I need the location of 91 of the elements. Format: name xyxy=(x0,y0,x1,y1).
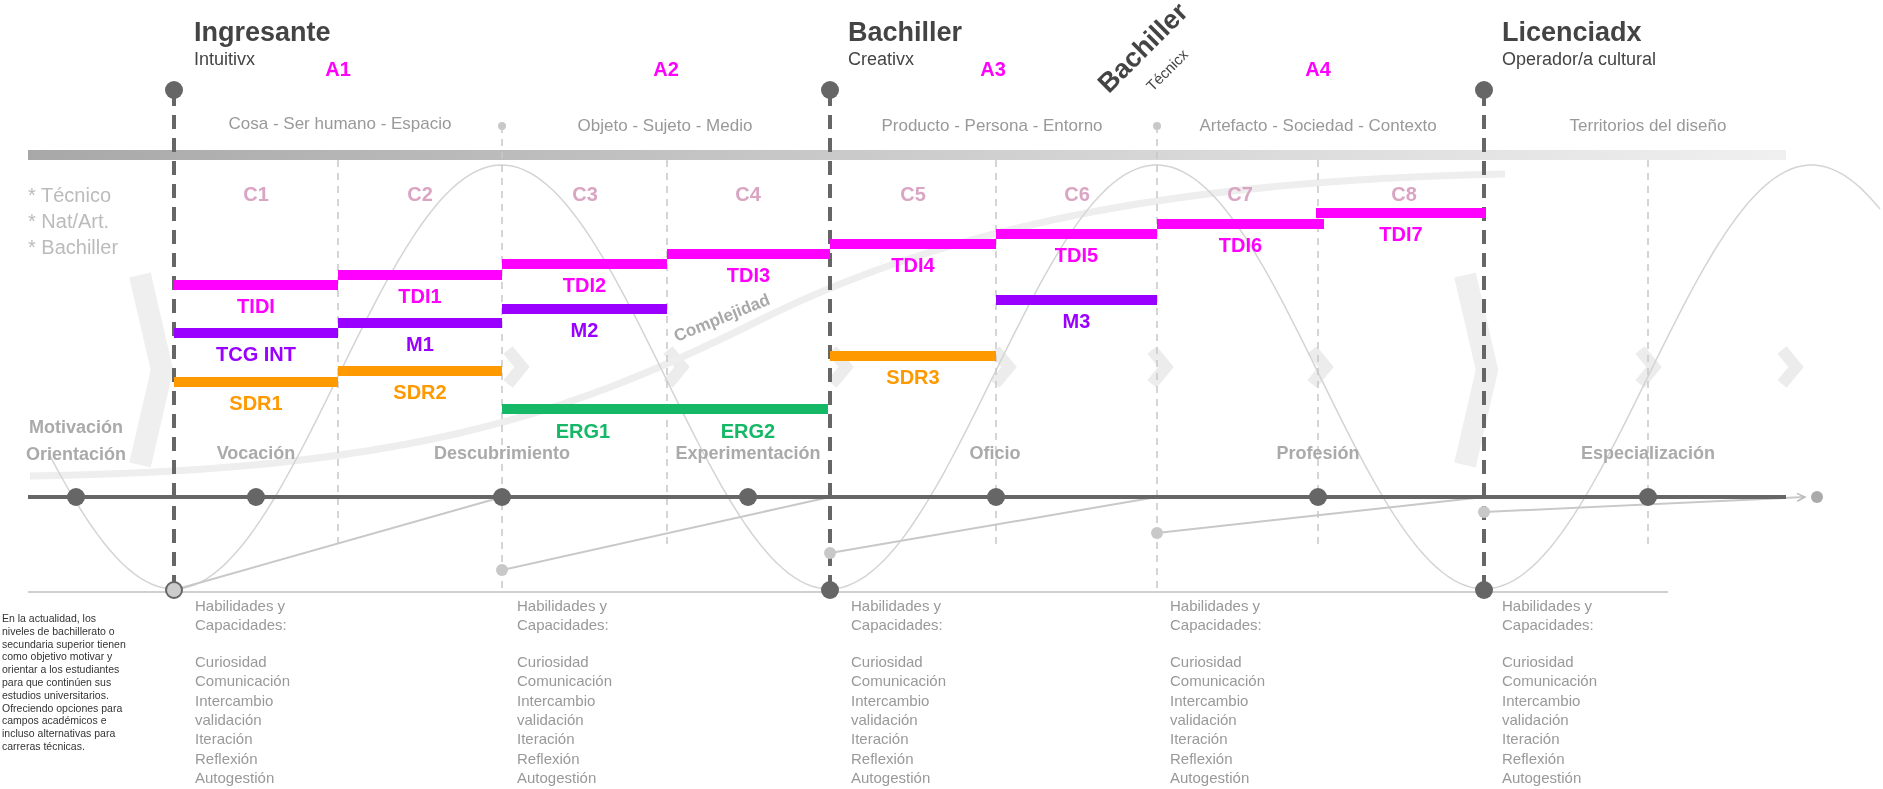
level-title: Licenciadx xyxy=(1502,17,1642,49)
skills-heading: Habilidades y Capacidades: xyxy=(851,596,944,634)
skill-item: Autogestión xyxy=(851,767,931,787)
skill-item: Curiosidad xyxy=(851,652,923,671)
theme-label: Objeto - Sujeto - Medio xyxy=(577,116,753,136)
course-label: TIDI xyxy=(237,295,275,318)
skill-item: Curiosidad xyxy=(1502,652,1574,671)
course-label: SDR2 xyxy=(393,381,447,404)
skill-item: Reflexión xyxy=(195,748,258,768)
skill-item: validación xyxy=(1502,709,1569,729)
phase-label: Oficio xyxy=(969,443,1021,464)
skill-item: Intercambio xyxy=(851,690,930,710)
course-label: TCG INT xyxy=(216,343,296,366)
theme-label: Artefacto - Sociedad - Contexto xyxy=(1199,116,1437,136)
course-label: ERG2 xyxy=(720,420,776,443)
skill-item: Reflexión xyxy=(517,748,580,768)
phase-label: Vocación xyxy=(216,443,296,464)
skill-item: Iteración xyxy=(1170,729,1228,749)
course-label: SDR3 xyxy=(886,366,940,389)
skill-item: validación xyxy=(851,709,918,729)
level-title: Bachiller xyxy=(848,17,963,49)
course-label: M2 xyxy=(570,319,599,342)
skill-item: Reflexión xyxy=(851,748,914,768)
skill-item: Comunicación xyxy=(1170,671,1266,691)
skills-heading: Habilidades y Capacidades: xyxy=(517,596,610,634)
phase-label: Experimentación xyxy=(675,443,821,464)
skill-item: validación xyxy=(1170,709,1237,729)
year-label: A3 xyxy=(980,58,1006,81)
cycle-label: C2 xyxy=(407,183,433,206)
course-label: TDI4 xyxy=(891,254,935,277)
course-label: TDI1 xyxy=(398,285,442,308)
skills-heading: Habilidades y Capacidades: xyxy=(1170,596,1263,634)
skill-item: validación xyxy=(517,709,584,729)
level-subtitle: Intuitivx xyxy=(194,49,256,70)
skill-item: Intercambio xyxy=(1170,690,1249,710)
skill-item: Intercambio xyxy=(1502,690,1581,710)
theme-label: Cosa - Ser humano - Espacio xyxy=(228,114,452,134)
skill-item: Curiosidad xyxy=(1170,652,1242,671)
skill-item: Comunicación xyxy=(851,671,947,691)
skills-heading: Habilidades y Capacidades: xyxy=(1502,596,1595,634)
skill-item: Intercambio xyxy=(517,690,596,710)
phase-label: Especialización xyxy=(1580,443,1716,464)
skill-item: Autogestión xyxy=(1170,767,1250,787)
level-subtitle: Creativx xyxy=(848,49,914,70)
skill-item: Comunicación xyxy=(1502,671,1598,691)
skill-item: Comunicación xyxy=(517,671,613,691)
list-item: * Nat/Art. xyxy=(28,210,110,233)
phase-label: Motivación Orientación xyxy=(25,416,127,466)
skill-item: Iteración xyxy=(517,729,575,749)
cycle-label: C4 xyxy=(735,183,761,206)
skills-heading: Habilidades y Capacidades: xyxy=(195,596,288,634)
phase-label: Descubrimiento xyxy=(434,443,570,464)
cycle-label: C5 xyxy=(900,183,926,206)
skill-item: Iteración xyxy=(851,729,909,749)
skill-item: Intercambio xyxy=(195,690,274,710)
list-item: * Técnico xyxy=(28,184,111,207)
skill-item: Autogestión xyxy=(1502,767,1582,787)
course-label: TDI5 xyxy=(1054,244,1099,267)
phase-label: Profesión xyxy=(1276,443,1360,464)
year-label: A1 xyxy=(325,58,351,81)
course-label: TDI3 xyxy=(726,264,771,287)
year-label: A4 xyxy=(1305,58,1331,81)
skill-item: Comunicación xyxy=(195,671,291,691)
note-text: En la actualidad, los niveles de bachillerato o secundaria superior tienen como objetivo motivar y orientar a los estudiantes para que continúen sus estudios universitarios. Ofreciendo opciones para campos académicos e incluso alternativas para carreras técnicas. xyxy=(2,612,127,753)
skill-item: Curiosidad xyxy=(195,652,267,671)
cycle-label: C6 xyxy=(1064,183,1090,206)
skill-item: Autogestión xyxy=(195,767,275,787)
skill-item: Iteración xyxy=(1502,729,1560,749)
cycle-label: C1 xyxy=(243,183,269,206)
skill-item: Autogestión xyxy=(517,767,597,787)
course-label: TDI7 xyxy=(1379,223,1423,246)
course-label: TDI2 xyxy=(562,274,607,297)
theme-label: Territorios del diseño xyxy=(1569,116,1727,136)
skill-item: validación xyxy=(195,709,262,729)
skill-item: Reflexión xyxy=(1502,748,1565,768)
list-item: * Bachiller xyxy=(28,236,119,259)
course-label: SDR1 xyxy=(229,392,283,415)
skill-item: Iteración xyxy=(195,729,253,749)
level-title: Ingresante xyxy=(194,17,331,49)
course-label: ERG1 xyxy=(555,420,611,443)
skill-item: Curiosidad xyxy=(517,652,589,671)
cycle-label: C3 xyxy=(572,183,598,206)
cycle-label: C8 xyxy=(1391,183,1417,206)
cycle-label: C7 xyxy=(1227,183,1253,206)
course-label: M1 xyxy=(406,333,434,356)
year-label: A2 xyxy=(653,58,679,81)
skill-item: Reflexión xyxy=(1170,748,1233,768)
level-subtitle: Operador/a cultural xyxy=(1502,49,1657,70)
theme-label: Producto - Persona - Entorno xyxy=(881,116,1103,136)
course-label: TDI6 xyxy=(1218,234,1263,257)
course-label: M3 xyxy=(1062,310,1091,333)
